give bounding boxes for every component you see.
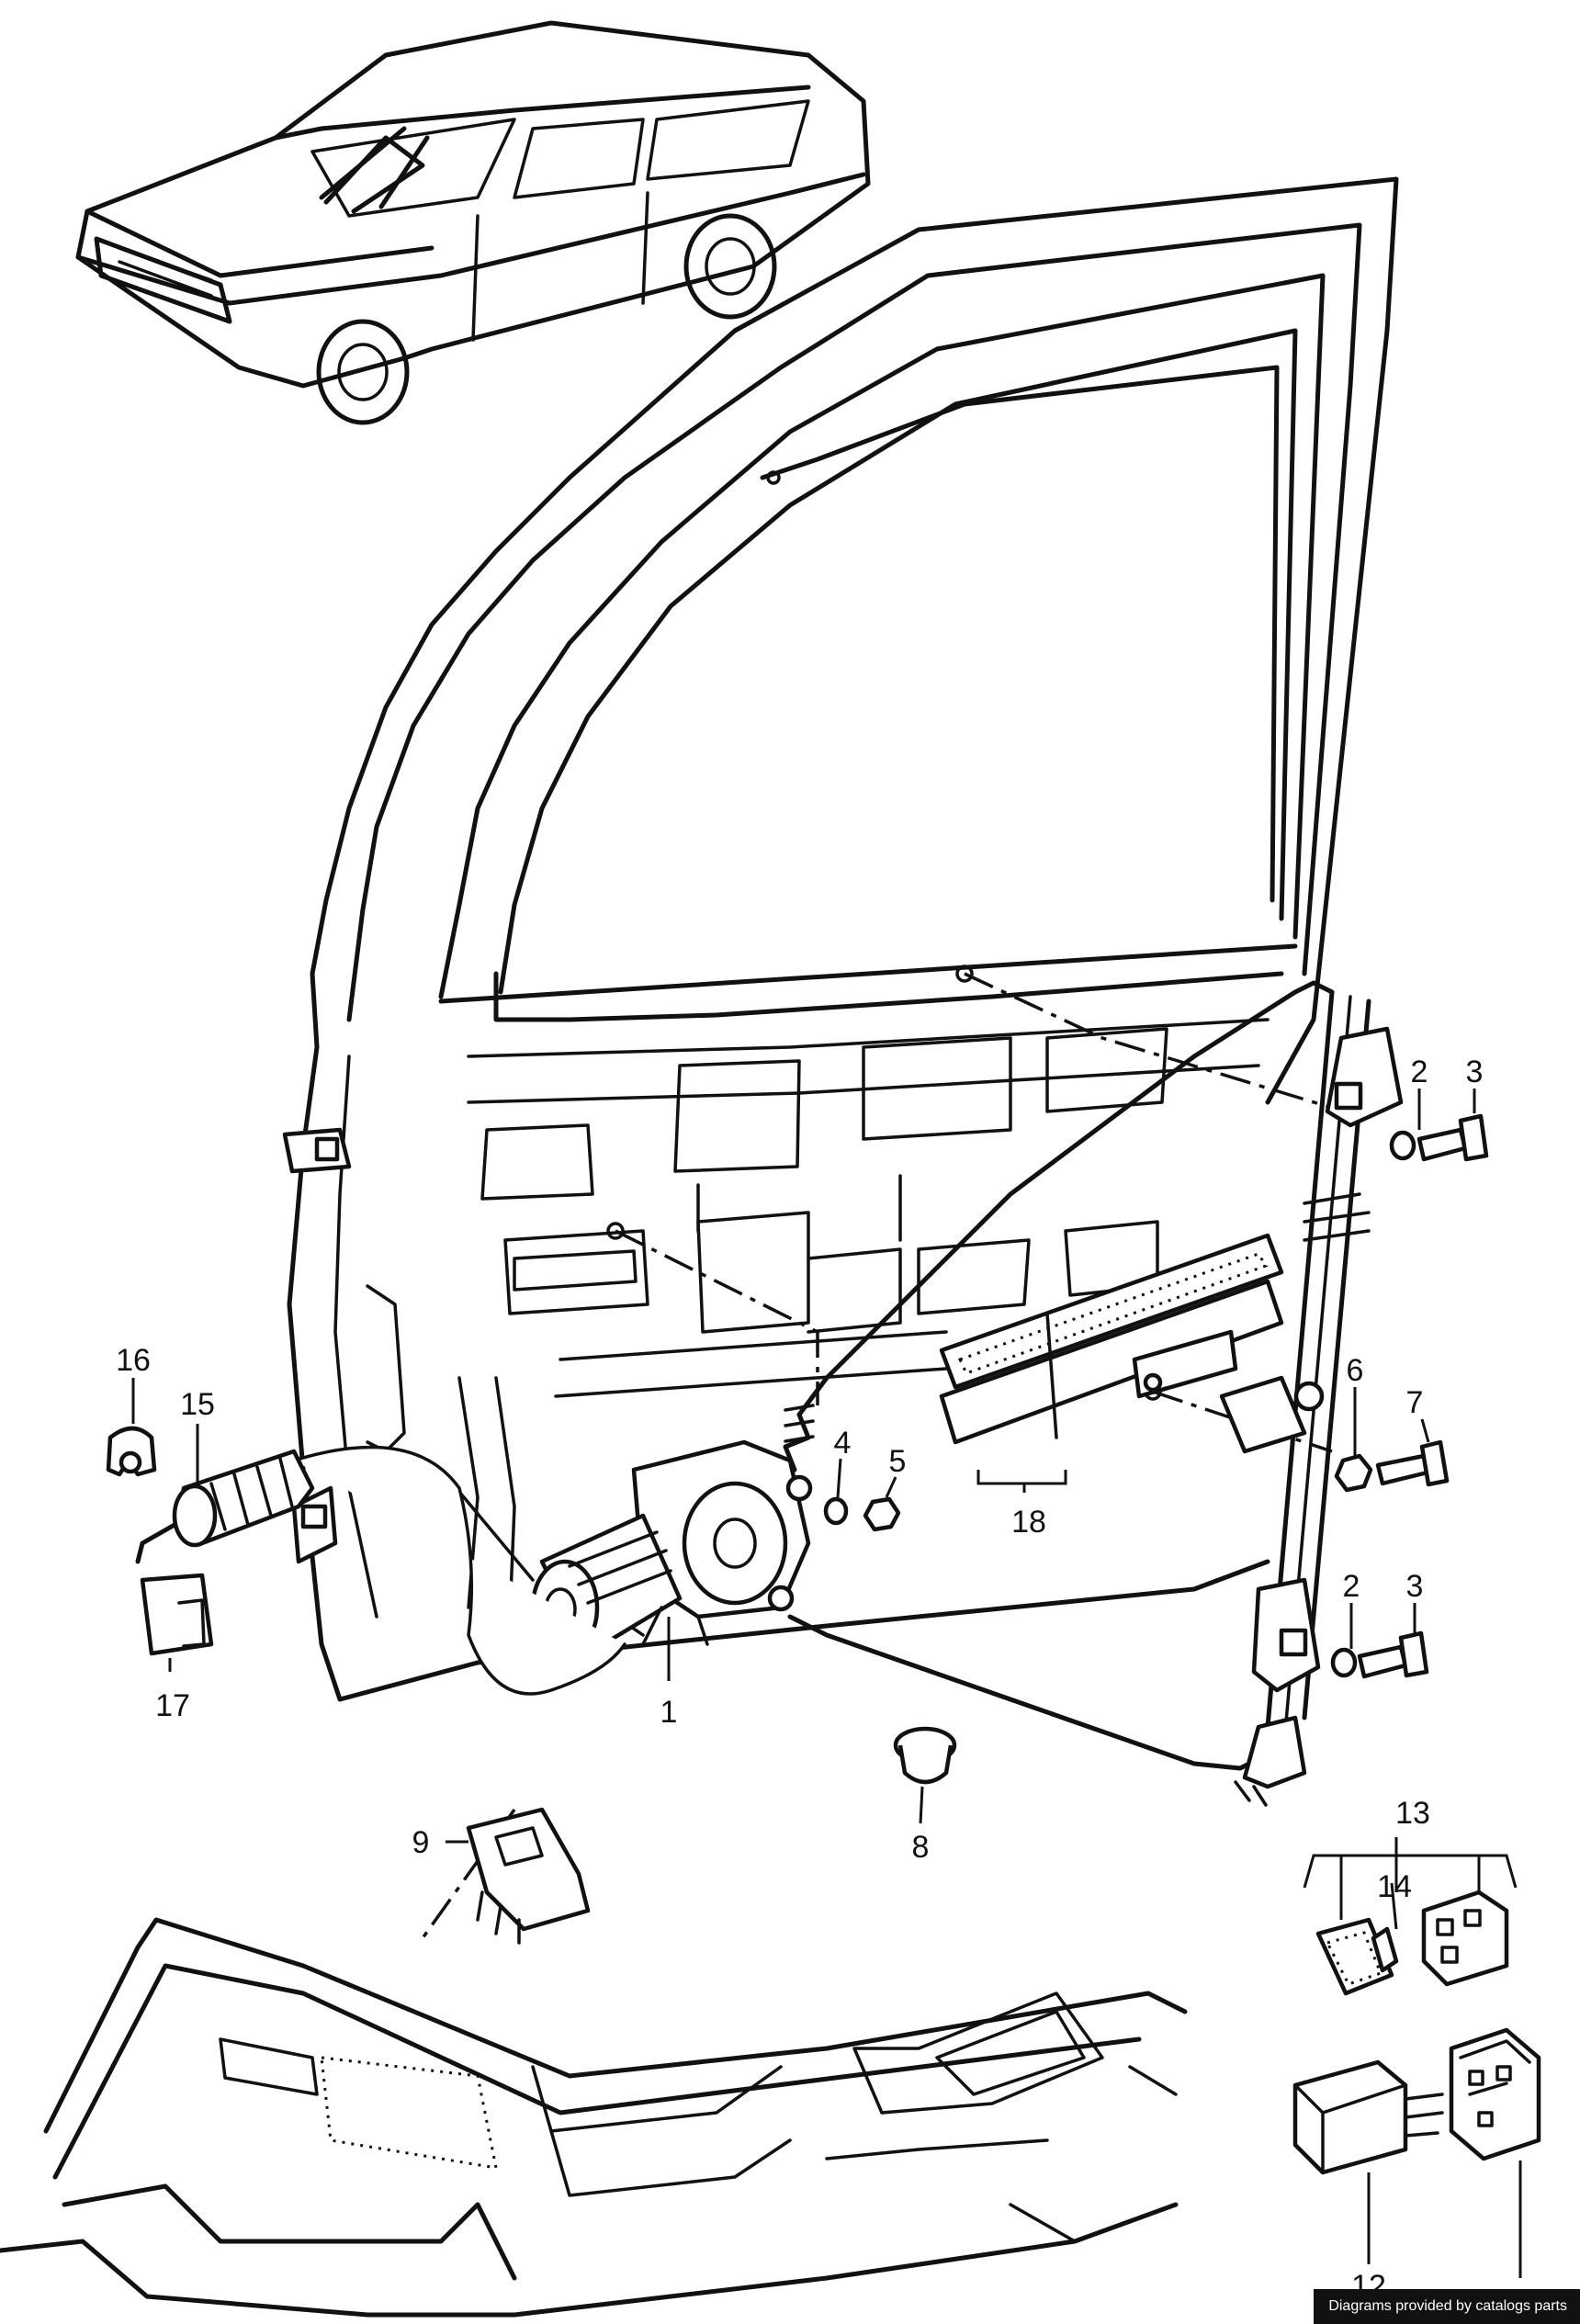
- callout-2-lower: 2: [1343, 1569, 1360, 1604]
- part-18-guide-rail: [939, 1233, 1284, 1445]
- part-15-wiring-harness: [135, 1445, 626, 1696]
- callout-3-upper: 3: [1466, 1055, 1484, 1089]
- leader-lines: [131, 1089, 1522, 2278]
- callout-2-upper: 2: [1411, 1055, 1428, 1089]
- callout-5: 5: [889, 1444, 907, 1479]
- part-6-lock-nut: [1334, 1453, 1373, 1493]
- part-2-washer-lower: [1330, 1647, 1358, 1678]
- part-11-relay-base: [1449, 2027, 1541, 2161]
- part-2-washer-upper: [1389, 1130, 1416, 1161]
- window-regulator: [783, 980, 1404, 1807]
- callout-6: 6: [1347, 1353, 1364, 1388]
- part-3-bolt-upper-shaft: [1416, 1127, 1468, 1162]
- fasteners: [823, 1113, 1489, 1679]
- part-3-bolt-lower-shaft: [1357, 1644, 1408, 1679]
- part-12-relay: [1292, 2059, 1444, 2175]
- part-8-grommet: [893, 1726, 957, 1785]
- part-3-bolt-lower-head: [1398, 1630, 1429, 1678]
- door-shell: [282, 176, 1399, 1702]
- callout-9: 9: [412, 1825, 430, 1860]
- part-1-window-motor: [530, 1439, 813, 1656]
- part-5-nut: [863, 1496, 901, 1532]
- part-16-clip: [106, 1426, 157, 1477]
- part-7-bolt-shaft: [1375, 1453, 1430, 1486]
- callout-13: 13: [1395, 1796, 1430, 1831]
- callout-15: 15: [180, 1387, 215, 1422]
- part-13-relay-kit: [1303, 1837, 1518, 1996]
- callout-4: 4: [834, 1426, 852, 1461]
- car-overview-illustration: [75, 20, 871, 425]
- part-14-fuse: [1371, 1926, 1399, 1973]
- callout-7: 7: [1406, 1385, 1424, 1420]
- dashboard-illustration: [0, 1917, 1188, 2318]
- callout-14: 14: [1377, 1869, 1412, 1904]
- callout-3-lower: 3: [1406, 1569, 1424, 1604]
- part-9-window-switch: [466, 1807, 591, 1945]
- part-13-relay-base: [1421, 1890, 1509, 1987]
- part-7-bolt-head: [1419, 1439, 1450, 1487]
- part-17-connector-housing: [140, 1573, 214, 1656]
- part-3-bolt-upper-head: [1458, 1113, 1489, 1162]
- callout-18: 18: [1011, 1505, 1046, 1540]
- callout-1: 1: [660, 1695, 678, 1730]
- credit-banner: Diagrams provided by catalogs parts: [1314, 2289, 1580, 2324]
- callout-16: 16: [116, 1343, 151, 1378]
- part-4-washer: [823, 1496, 849, 1526]
- callout-17: 17: [155, 1688, 190, 1723]
- callout-8: 8: [912, 1830, 930, 1865]
